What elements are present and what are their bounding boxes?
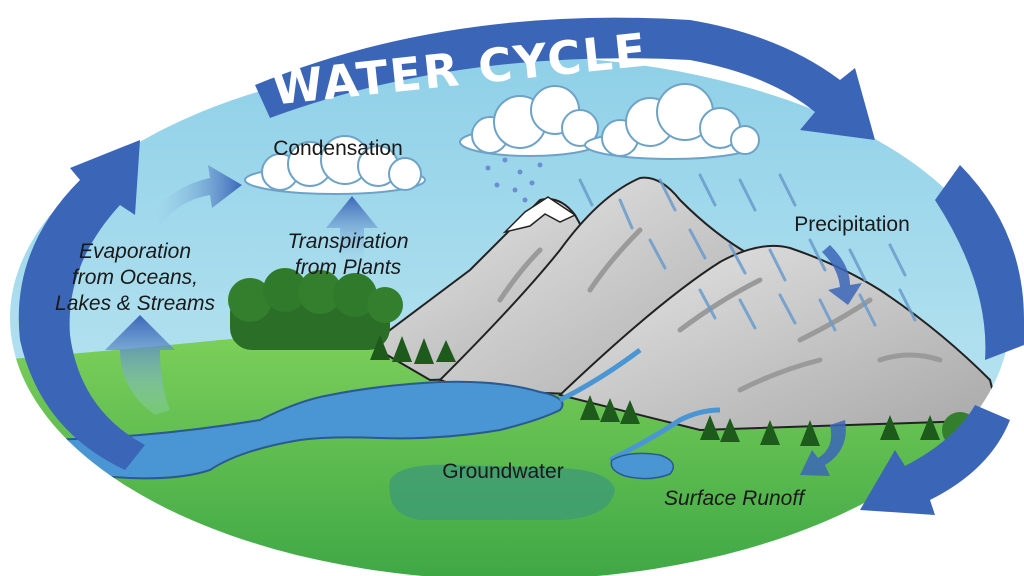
mountains <box>368 176 1002 432</box>
forest-left <box>228 268 456 364</box>
label-transpiration-line1: Transpiration <box>288 230 409 253</box>
land <box>10 335 1010 576</box>
cycle-arrows <box>18 17 1024 515</box>
small-pond <box>610 452 675 480</box>
runoff-arrow <box>800 420 846 476</box>
precipitation-arrow <box>822 245 862 305</box>
evaporation-curve-arrow <box>150 165 242 225</box>
label-transpiration-line2: from Plants <box>295 256 402 279</box>
precipitation-cloud-right <box>584 83 760 160</box>
stream <box>558 347 721 463</box>
evaporation-arrow <box>105 315 175 415</box>
cycle-arrow-top <box>255 17 875 140</box>
cycle-arrow-bottom-right <box>860 405 1010 515</box>
label-evaporation-line2: from Oceans, <box>72 266 198 289</box>
cycle-arrow-left <box>18 140 145 470</box>
label-evaporation-line3: Lakes & Streams <box>55 292 215 315</box>
groundwater-zone <box>389 464 615 520</box>
label-precipitation: Precipitation <box>794 213 910 236</box>
label-condensation: Condensation <box>273 137 403 160</box>
snowflakes <box>485 157 543 203</box>
label-evaporation-line1: Evaporation <box>79 240 191 263</box>
label-groundwater: Groundwater <box>442 460 563 483</box>
precipitation-rain <box>578 173 917 332</box>
label-surface-runoff: Surface Runoff <box>664 487 806 510</box>
precipitation-cloud-left <box>459 85 601 157</box>
transpiration-arrow <box>326 196 378 265</box>
cycle-arrow-right <box>935 165 1024 360</box>
condensation-cloud <box>244 135 426 195</box>
